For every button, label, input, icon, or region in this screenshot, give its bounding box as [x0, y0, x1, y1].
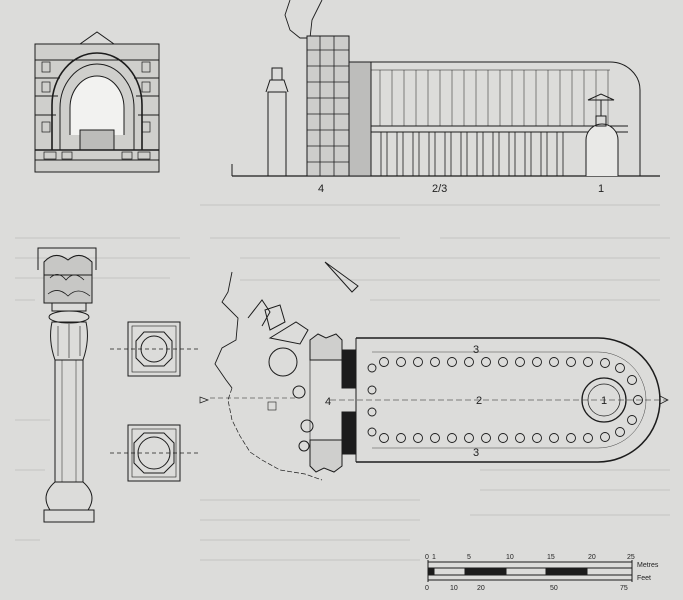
scale-tick: 10 — [450, 585, 458, 592]
scale-tick: 15 — [547, 554, 555, 561]
capital-plan-bottom — [110, 424, 198, 482]
facade-elevation — [34, 31, 160, 173]
bleed-through-text — [15, 204, 670, 561]
scale-tick: 10 — [506, 554, 514, 561]
section-label-nave-aisle: 2/3 — [432, 183, 447, 195]
scale-tick: 25 — [627, 554, 635, 561]
plan-columns-bottom — [379, 432, 610, 443]
section-label-vestibule: 4 — [318, 183, 324, 195]
scale-unit-feet: Feet — [637, 575, 651, 582]
north-arrow-icon — [324, 261, 359, 293]
plan-label-vestibule: 4 — [325, 396, 331, 408]
longitudinal-section — [231, 0, 660, 177]
scale-tick: 20 — [588, 554, 596, 561]
section-label-stupa: 1 — [598, 183, 604, 195]
scale-ticks-feet: 0 10 20 50 75 Feet — [425, 575, 651, 592]
plan-label-stupa: 1 — [601, 395, 607, 407]
scale-tick: 5 — [467, 554, 471, 561]
plan-label-aisle-bottom: 3 — [473, 447, 479, 459]
scale-bar — [427, 560, 633, 582]
plan-columns-apse — [615, 363, 643, 437]
section-pillars — [380, 131, 564, 177]
plan-label-aisle-top: 3 — [473, 344, 479, 356]
scale-tick: 20 — [477, 585, 485, 592]
scale-tick: 75 — [620, 585, 628, 592]
scale-ticks-metres: 0 1 5 10 15 20 25 Metres — [425, 554, 659, 569]
scale-tick: 1 — [432, 554, 436, 561]
plan-columns-top — [379, 357, 610, 368]
scale-tick: 0 — [425, 585, 429, 592]
vault-ribs — [379, 70, 609, 126]
capital-plan-top — [110, 321, 198, 377]
pillar-elevation — [37, 247, 97, 523]
scale-tick: 0 — [425, 554, 429, 561]
scale-unit-metres: Metres — [637, 562, 659, 569]
plan-columns-entrance — [367, 363, 377, 437]
scale-tick: 50 — [550, 585, 558, 592]
plan-label-nave: 2 — [476, 395, 482, 407]
ground-plan — [199, 271, 669, 481]
